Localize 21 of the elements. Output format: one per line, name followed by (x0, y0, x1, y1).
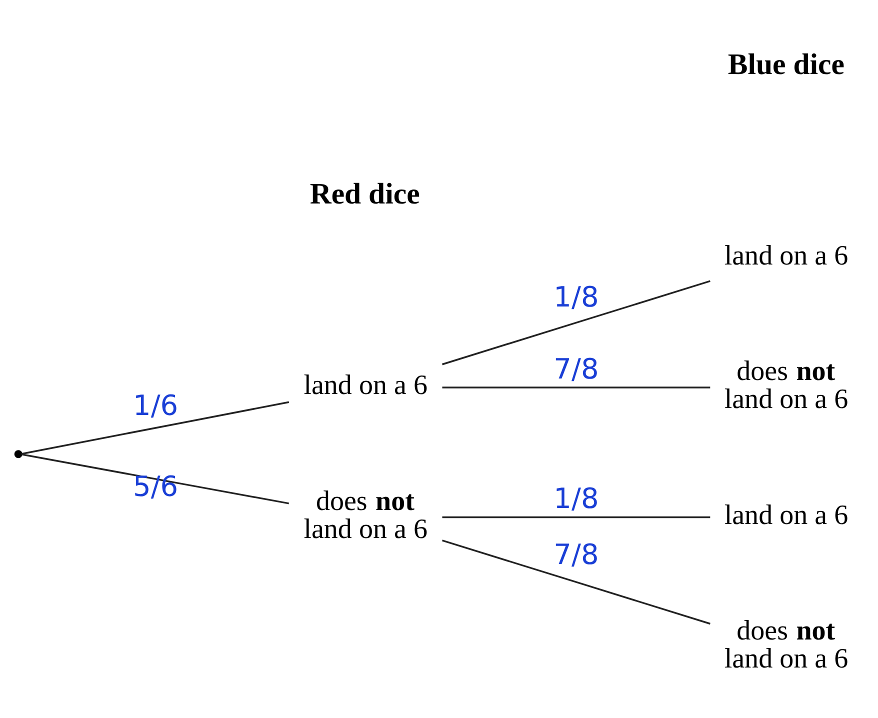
edge-label: 7/8 (554, 352, 599, 385)
connector (442, 280, 710, 365)
connector (442, 539, 710, 624)
edge-label: 1/8 (554, 280, 599, 314)
node-text: land on a 6 (304, 370, 428, 401)
node-text: does not land on a 6 (304, 485, 428, 544)
edge-label: 5/6 (133, 469, 178, 502)
label: Blue dice (728, 47, 844, 80)
edge-label: 1/6 (133, 388, 178, 422)
node-text: does not land on a 6 (724, 356, 848, 415)
label: Red dice (310, 177, 420, 210)
node-text: land on a 6 (724, 499, 848, 530)
connector (442, 516, 710, 518)
connector (442, 386, 710, 388)
connector (22, 453, 290, 504)
node-text: land on a 6 (724, 240, 848, 272)
node-point (14, 450, 22, 458)
edge-label: 1/8 (554, 482, 599, 515)
connector (21, 400, 290, 454)
edge-label: 7/8 (554, 538, 599, 571)
node-text: does not land on a 6 (724, 615, 848, 674)
